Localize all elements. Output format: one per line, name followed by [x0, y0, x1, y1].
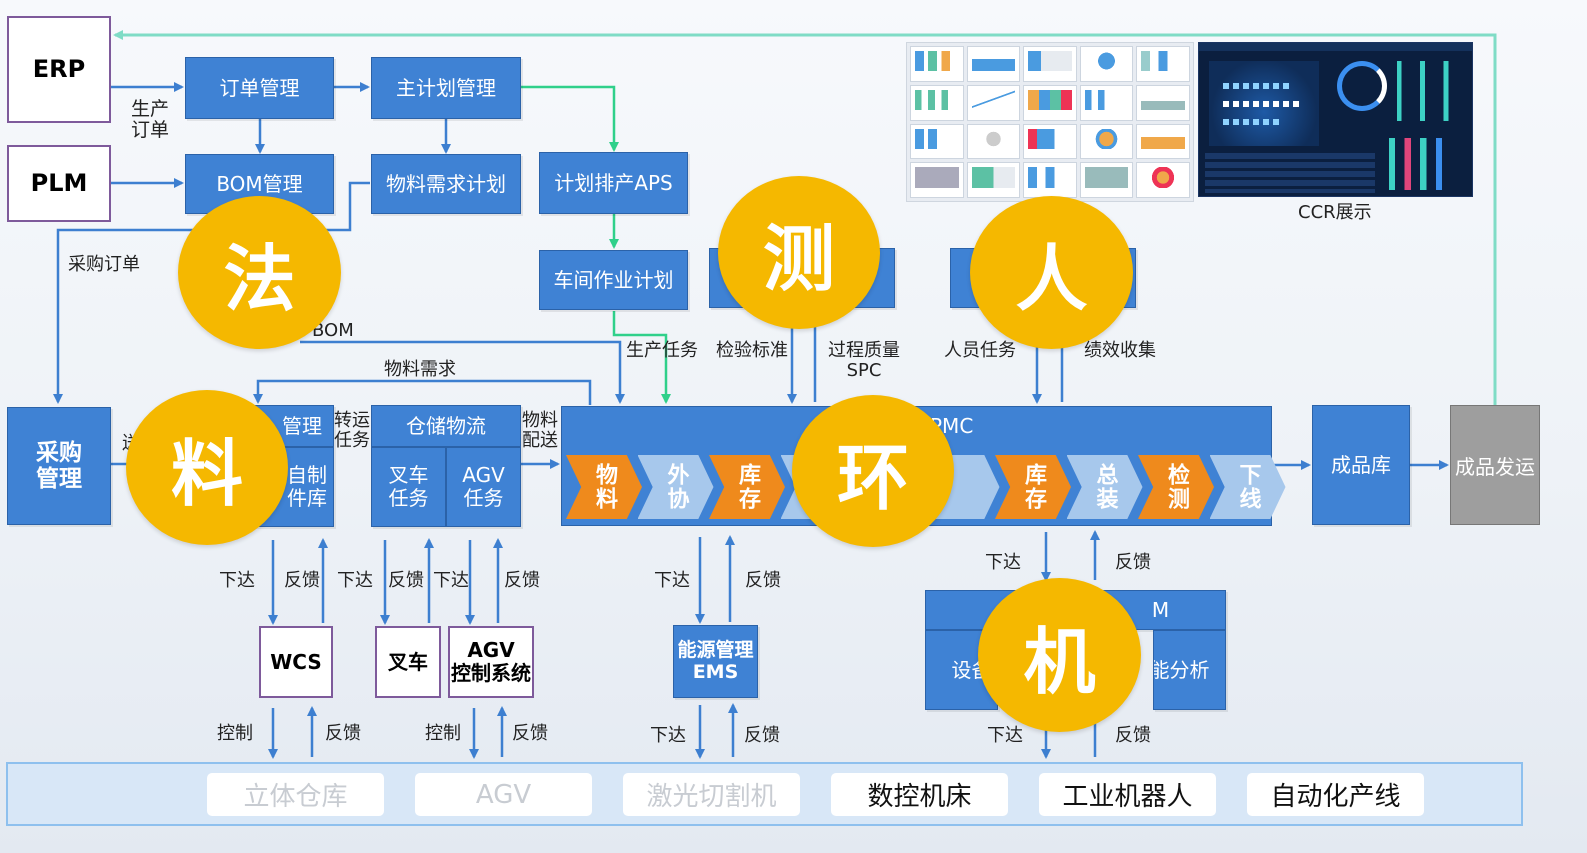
- workshop-plan-block: 车间作业计划: [539, 250, 688, 310]
- production-task-label: 生产任务: [626, 340, 698, 361]
- feedback-label: 反馈: [745, 570, 781, 591]
- finished-ship-block: 成品发运: [1450, 405, 1540, 525]
- personnel-task-label: 人员任务: [944, 340, 1016, 361]
- mrp-block: 物料需求计划: [371, 154, 521, 214]
- measure-circle: 测: [718, 176, 880, 329]
- ems-block: 能源管理 EMS: [673, 625, 758, 698]
- people-circle: 人: [970, 196, 1133, 349]
- performance-label: 绩效收集: [1084, 340, 1156, 361]
- method-circle: 法: [178, 196, 341, 349]
- master-plan-block: 主计划管理: [371, 57, 521, 119]
- field-device: 激光切割机: [623, 773, 800, 816]
- material-delivery-label: 物料 配送: [522, 410, 558, 451]
- field-device: 自动化产线: [1247, 773, 1424, 816]
- order-mgmt-block: 订单管理: [185, 57, 334, 119]
- agv-task-block: AGV 任务: [446, 447, 521, 527]
- field-device: 工业机器人: [1039, 773, 1216, 816]
- material-circle: 料: [126, 390, 288, 545]
- dispatch-label: 下达: [650, 725, 686, 746]
- energy-analysis-block: 采效能分析: [1153, 630, 1226, 710]
- feedback-label: 反馈: [512, 723, 548, 744]
- environment-circle: 环: [792, 395, 954, 547]
- inspection-std-label: 检验标准: [716, 340, 788, 361]
- forklift-task-block: 叉车 任务: [371, 447, 446, 527]
- feedback-label: 反馈: [325, 723, 361, 744]
- dispatch-label: 下达: [337, 570, 373, 591]
- field-device: 立体仓库: [207, 773, 384, 816]
- dashboard-thumbnails-image: [906, 42, 1194, 202]
- feedback-label: 反馈: [388, 570, 424, 591]
- dispatch-label: 下达: [987, 725, 1023, 746]
- dispatch-label: 下达: [219, 570, 255, 591]
- field-device: AGV: [415, 773, 592, 816]
- purchase-order-label: 采购订单: [68, 254, 140, 275]
- dispatch-label: 下达: [985, 552, 1021, 573]
- control-label: 控制: [425, 723, 461, 744]
- plm-box: PLM: [7, 145, 111, 222]
- feedback-label: 反馈: [504, 570, 540, 591]
- field-device: 数控机床: [831, 773, 1008, 816]
- machine-circle: 机: [978, 578, 1141, 732]
- purchase-mgmt-block: 采购 管理: [7, 407, 111, 525]
- aps-block: 计划排产APS: [539, 152, 688, 214]
- control-label: 控制: [217, 723, 253, 744]
- material-demand-label: 物料需求: [384, 359, 456, 380]
- process-step: 物料: [566, 455, 642, 519]
- dispatch-label: 下达: [433, 570, 469, 591]
- wcs-box: WCS: [259, 626, 333, 698]
- process-quality-label: 过程质量 SPC: [828, 340, 900, 381]
- forklift-box: 叉车: [375, 626, 441, 698]
- feedback-label: 反馈: [1115, 552, 1151, 573]
- transfer-task-label: 转运 任务: [334, 410, 370, 451]
- bom-label: BOM: [312, 320, 354, 341]
- erp-box: ERP: [7, 16, 111, 123]
- ccr-dashboard-image: [1198, 42, 1473, 197]
- agv-control-box: AGV 控制系统: [448, 626, 534, 698]
- process-step: 库存: [709, 455, 785, 519]
- warehouse-logistics-block: 仓储物流: [371, 405, 521, 447]
- ccr-label: CCR展示: [1298, 202, 1372, 223]
- finished-store-block: 成品库: [1312, 405, 1410, 525]
- feedback-label: 反馈: [284, 570, 320, 591]
- feedback-label: 反馈: [744, 725, 780, 746]
- feedback-label: 反馈: [1115, 725, 1151, 746]
- dispatch-label: 下达: [654, 570, 690, 591]
- production-order-label: 生产 订单: [131, 98, 170, 141]
